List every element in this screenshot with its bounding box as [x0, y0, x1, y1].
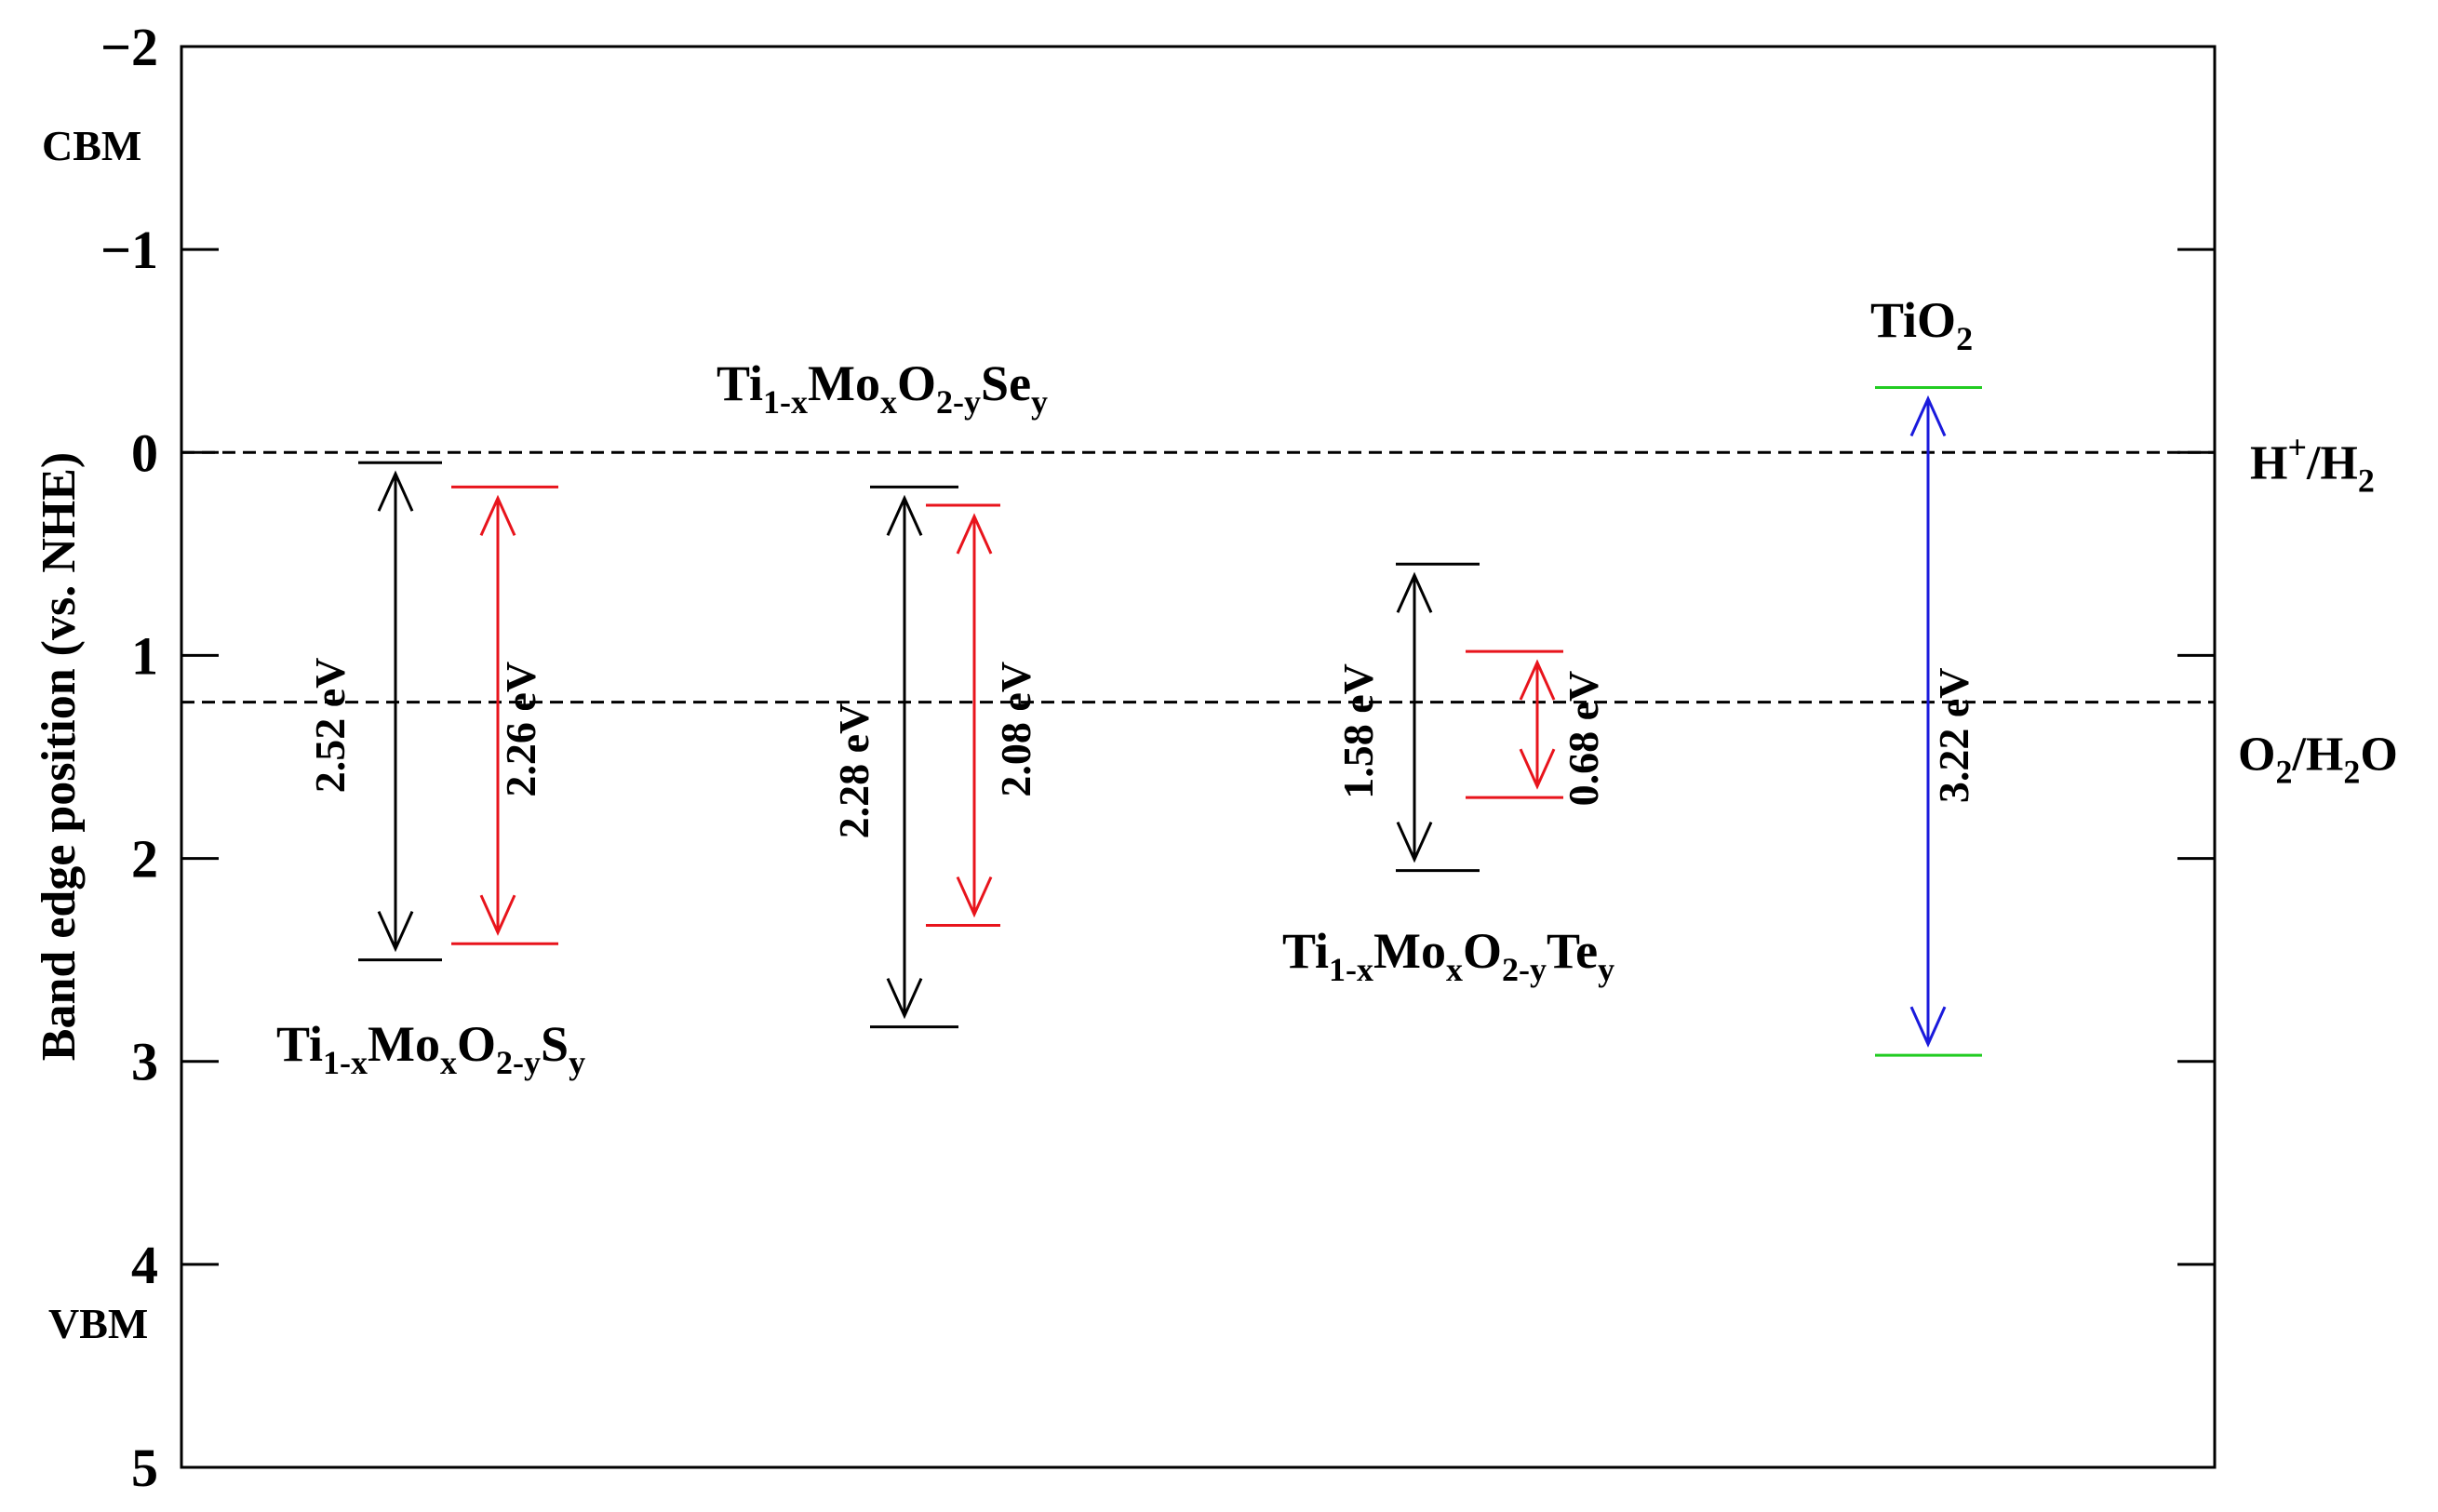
arrow-head [479, 494, 516, 536]
band-gap-label: 2.52 eV [306, 658, 354, 794]
material-label: Ti1-xMoxO2-yTey [1282, 923, 1614, 988]
band-gap-label: 0.68 eV [1560, 671, 1607, 807]
y-tick-label: 2 [131, 829, 158, 890]
arrow-head [956, 876, 993, 918]
band-gap-label: 1.58 eV [1334, 663, 1382, 799]
y-tick-label: 3 [131, 1032, 158, 1092]
arrow-head [956, 513, 993, 555]
y-axis-label: Band edge position (vs. NHE) [33, 452, 86, 1061]
band-gap-label: 2.26 eV [497, 662, 544, 797]
band-groups: 2.52 eV 2.26 eV 2.28 eV 2.08 eV 1.58 eV 0.68 … [306, 385, 1982, 1057]
band-gap-label: 3.22 eV [1930, 668, 1977, 804]
cbm-side-label: CBM [42, 122, 141, 169]
arrow-head [377, 470, 414, 512]
arrow-head [479, 894, 516, 936]
arrow-head [1396, 571, 1433, 613]
reference-label: H+/H2 [2250, 428, 2375, 499]
y-ticks: −2 −1 0 1 2 3 4 5 [100, 17, 2215, 1498]
y-tick-label: 1 [131, 625, 158, 686]
arrow-head [886, 978, 923, 1020]
y-tick-label: 5 [131, 1438, 158, 1498]
arrow-head [1396, 822, 1433, 863]
y-tick-label: −1 [100, 220, 158, 280]
arrow-head [1909, 395, 1947, 437]
arrow-head [1519, 659, 1556, 701]
band-gap-label: 2.08 eV [992, 662, 1039, 797]
y-tick-label: 0 [131, 422, 158, 483]
arrow-head [886, 494, 923, 536]
material-label: Ti1-xMoxO2-ySy [276, 1016, 585, 1081]
plot-frame [180, 45, 2217, 1469]
y-tick-label: −2 [100, 17, 158, 77]
band-gap-label: 2.28 eV [830, 703, 877, 839]
arrow-head [1519, 748, 1556, 790]
arrow-head [1909, 1006, 1947, 1048]
y-tick-label: 4 [131, 1235, 158, 1295]
vbm-side-label: VBM [48, 1300, 148, 1347]
material-labels: Ti1-xMoxO2-ySy Ti1-xMoxO2-ySeyTi1-xMoxO2-… [276, 292, 1973, 1081]
material-label: TiO2 [1870, 292, 1973, 357]
arrow-head [377, 911, 414, 953]
reference-label: O2/H2O [2238, 729, 2398, 791]
material-label: Ti1-xMoxO2-ySey [717, 355, 1048, 421]
